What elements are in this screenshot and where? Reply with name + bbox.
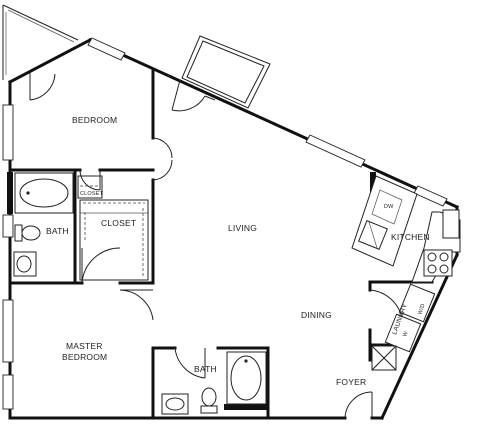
label-living: LIVING [228, 223, 257, 233]
label-bath-lower: BATH [194, 364, 217, 374]
label-dining: DINING [301, 310, 332, 320]
window [2, 214, 14, 238]
corner-glazing [2, 4, 79, 80]
window [305, 134, 366, 168]
balcony-frame [181, 35, 271, 109]
window [2, 299, 14, 363]
door-swings [29, 72, 403, 419]
label-foyer: FOYER [336, 377, 366, 387]
label-bedroom: BEDROOM [72, 115, 117, 125]
label-master-line1: MASTER [66, 341, 103, 351]
label-kitchen: KITCHEN [391, 232, 430, 242]
windows [2, 37, 448, 410]
label-w: W [402, 330, 410, 338]
window [87, 37, 126, 61]
laundry-units [371, 283, 436, 371]
bathtub [14, 172, 74, 214]
label-master-line2: BEDROOM [62, 352, 107, 362]
label-bath-upper: BATH [46, 226, 69, 236]
wall-pier [7, 172, 13, 214]
window [2, 374, 14, 410]
kitchen-counter [351, 175, 461, 283]
closet-shelving [79, 199, 149, 281]
bathtub-lower [226, 351, 267, 405]
label-dw: DW [384, 204, 394, 210]
sink [13, 251, 37, 277]
window [2, 104, 14, 161]
toilet-lower [200, 387, 218, 414]
toilet [14, 224, 41, 242]
linen-closet [77, 175, 103, 199]
sink-lower [161, 393, 189, 415]
wall-pier [224, 404, 268, 410]
label-wd: W/D [417, 303, 427, 316]
label-closet-small: CLOSET [80, 191, 104, 197]
label-closet: CLOSET [101, 218, 136, 228]
window [413, 185, 448, 207]
